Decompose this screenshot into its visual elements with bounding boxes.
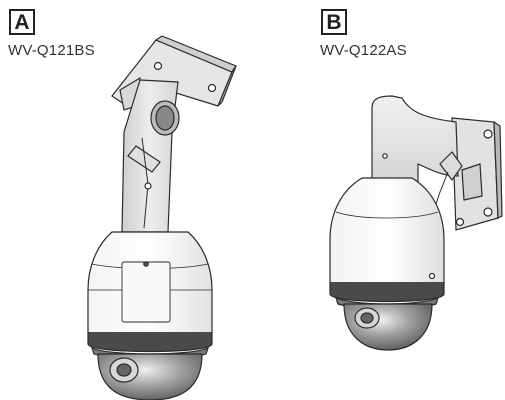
wall-arm-b [371, 95, 463, 211]
wall-plate-b [451, 117, 503, 231]
dome-b [343, 303, 433, 351]
panel-b-model-label: WV-Q122AS [320, 42, 407, 59]
housing-b [329, 177, 445, 310]
dome-a [97, 353, 203, 400]
panel-a: A WV-Q121BS [0, 0, 240, 400]
panel-a-model-label: WV-Q121BS [8, 42, 95, 59]
panel-b-letter: B [321, 9, 347, 35]
panel-b: B WV-Q122AS [300, 0, 505, 400]
housing-a [87, 231, 213, 360]
panel-a-letter: A [9, 9, 35, 35]
